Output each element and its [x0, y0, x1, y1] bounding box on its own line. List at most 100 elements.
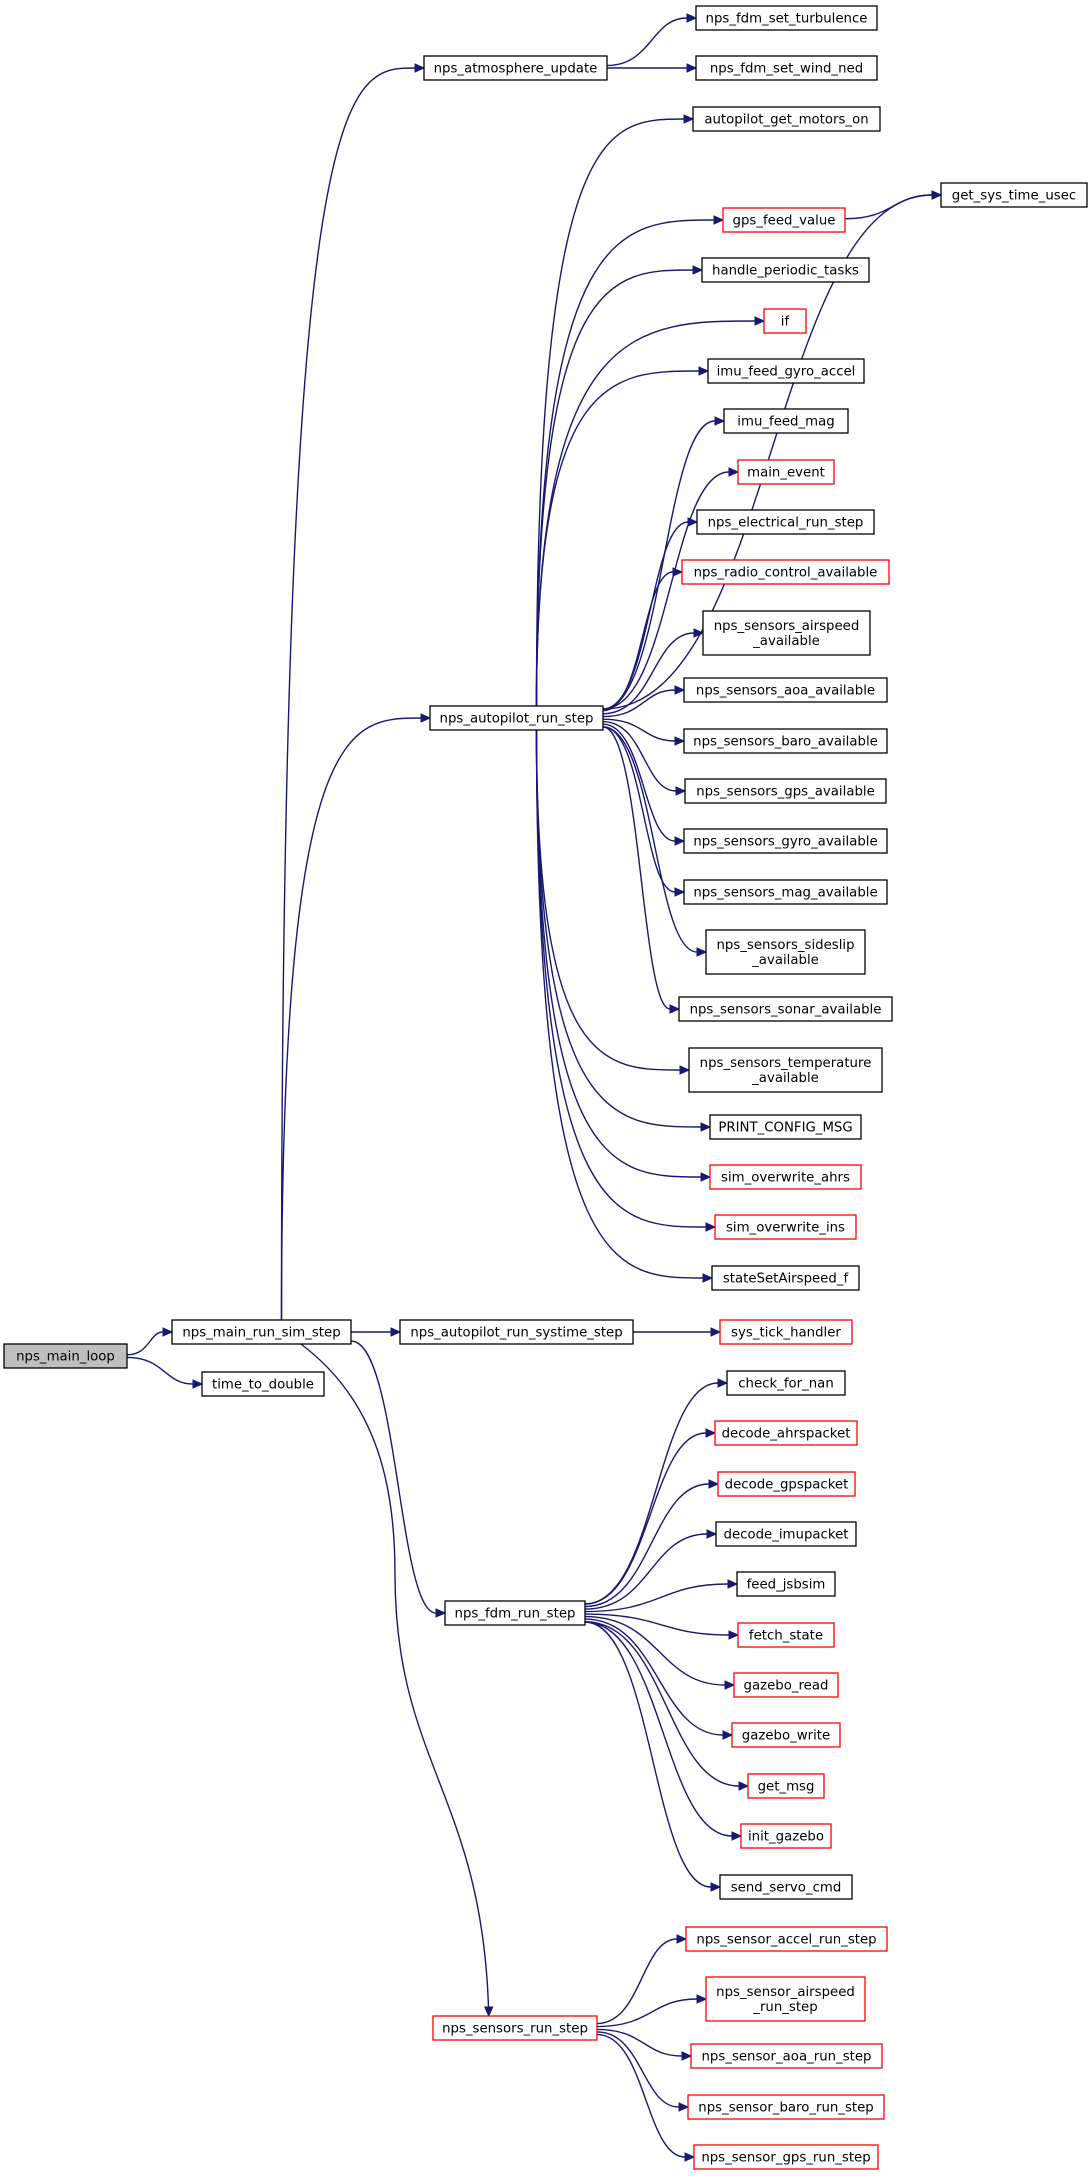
node-decode-imupacket[interactable]: decode_imupacket	[715, 1521, 857, 1547]
node-if[interactable]: if	[763, 308, 807, 334]
node-nps-main-run-sim-step[interactable]: nps_main_run_sim_step	[171, 1319, 352, 1345]
node-label: nps_sensors_baro_available	[693, 735, 878, 750]
arrowhead	[696, 947, 708, 957]
node-box	[695, 5, 878, 31]
node-gps-feed-value[interactable]: gps_feed_value	[722, 207, 846, 233]
node-nps-fdm-run-step[interactable]: nps_fdm_run_step	[444, 1600, 586, 1626]
node-nps-sensor-baro-run-step[interactable]: nps_sensor_baro_run_step	[687, 2094, 885, 2120]
node-label: gazebo_read	[744, 1679, 829, 1694]
node-nps-sensors-baro-available[interactable]: nps_sensors_baro_available	[683, 728, 888, 754]
node-label: decode_gpspacket	[725, 1478, 849, 1493]
node-nps-sensors-airspeed-available[interactable]: nps_sensors_airspeed_available	[702, 610, 871, 656]
node-nps-sensors-gyro-available[interactable]: nps_sensors_gyro_available	[683, 828, 888, 854]
node-nps-sensor-airspeed-run-step[interactable]: nps_sensor_airspeed_run_step	[705, 1976, 866, 2022]
node-handle-periodic-tasks[interactable]: handle_periodic_tasks	[701, 257, 870, 283]
node-sim-overwrite-ahrs[interactable]: sim_overwrite_ahrs	[709, 1164, 862, 1190]
arrowhead	[706, 1529, 718, 1539]
node-nps-sensor-accel-run-step[interactable]: nps_sensor_accel_run_step	[685, 1926, 888, 1952]
node-box	[687, 2094, 885, 2120]
node-nps-sensor-gps-run-step[interactable]: nps_sensor_gps_run_step	[693, 2144, 879, 2170]
node-box	[423, 55, 608, 81]
node-nps-sensors-temperature-available[interactable]: nps_sensors_temperature_available	[688, 1047, 883, 1093]
node-feed-jsbsim[interactable]: feed_jsbsim	[736, 1571, 836, 1597]
node-label: imu_feed_gyro_accel	[717, 365, 856, 380]
node-label: autopilot_get_motors_on	[704, 113, 868, 128]
node-box	[693, 2144, 879, 2170]
edge-gps-feed-value-to-get-sys-time-usec	[844, 194, 933, 220]
node-label: nps_electrical_run_step	[708, 516, 864, 531]
node-box	[763, 308, 807, 334]
arrowhead	[931, 190, 943, 200]
node-decode-ahrspacket[interactable]: decode_ahrspacket	[714, 1420, 858, 1446]
edge-nps-main-run-sim-step-to-nps-fdm-run-step	[350, 1340, 437, 1614]
edge-nps-sensors-run-step-to-nps-sensor-accel-run-step	[596, 1938, 678, 2025]
node-box	[709, 1164, 862, 1190]
node-nps-sensors-run-step[interactable]: nps_sensors_run_step	[432, 2015, 598, 2041]
node-label: nps_atmosphere_update	[434, 62, 598, 77]
node-nps-sensors-gps-available[interactable]: nps_sensors_gps_available	[684, 778, 887, 804]
node-nps-fdm-set-turbulence[interactable]: nps_fdm_set_turbulence	[695, 5, 878, 31]
node-nps-sensors-sideslip-available[interactable]: nps_sensors_sideslip_available	[705, 929, 866, 975]
node-label: nps_sensors_gps_available	[696, 785, 875, 800]
node-nps-sensor-aoa-run-step[interactable]: nps_sensor_aoa_run_step	[690, 2043, 883, 2069]
node-time-to-double[interactable]: time_to_double	[201, 1371, 325, 1397]
node-label: nps_fdm_set_turbulence	[706, 12, 868, 27]
node-imu-feed-mag[interactable]: imu_feed_mag	[723, 408, 849, 434]
node-box	[719, 1319, 853, 1345]
node-label: decode_ahrspacket	[722, 1427, 851, 1442]
edge-nps-autopilot-run-step-to-nps-sensors-gps-available	[602, 720, 677, 792]
edge-nps-fdm-run-step-to-init-gazebo	[584, 1621, 733, 1837]
edge-nps-fdm-run-step-to-decode-ahrspacket	[584, 1432, 707, 1605]
node-label: nps_sensors_sonar_available	[690, 1003, 882, 1018]
edge-nps-autopilot-run-step-to-nps-sensors-sonar-available	[602, 726, 671, 1010]
node-box	[685, 1926, 888, 1952]
node-fetch-state[interactable]: fetch_state	[737, 1622, 835, 1648]
node-nps-atmosphere-update[interactable]: nps_atmosphere_update	[423, 55, 608, 81]
edge-nps-autopilot-run-step-to-nps-sensors-airspeed-available	[602, 632, 695, 715]
node-nps-radio-control-available[interactable]: nps_radio_control_available	[681, 559, 890, 585]
node-nps-sensors-aoa-available[interactable]: nps_sensors_aoa_available	[683, 677, 888, 703]
node-nps-electrical-run-step[interactable]: nps_electrical_run_step	[696, 509, 875, 535]
node-send-servo-cmd[interactable]: send_servo_cmd	[719, 1874, 853, 1900]
node-nps-fdm-set-wind-ned[interactable]: nps_fdm_set_wind_ned	[695, 55, 878, 81]
node-get-msg[interactable]: get_msg	[747, 1773, 825, 1799]
node-label: nps_autopilot_run_systime_step	[410, 1326, 622, 1341]
node-check-for-nan[interactable]: check_for_nan	[726, 1370, 846, 1396]
arrowhead	[687, 517, 699, 527]
node-init-gazebo[interactable]: init_gazebo	[740, 1823, 832, 1849]
node-label: check_for_nan	[738, 1377, 834, 1392]
arrowhead	[700, 1122, 712, 1132]
node-box	[711, 1265, 860, 1291]
node-print-config-msg[interactable]: PRINT_CONFIG_MSG	[709, 1114, 862, 1140]
node-label: if	[781, 315, 790, 330]
node-sys-tick-handler[interactable]: sys_tick_handler	[719, 1319, 853, 1345]
arrowhead	[674, 887, 686, 897]
node-gazebo-read[interactable]: gazebo_read	[733, 1672, 839, 1698]
node-label: get_msg	[758, 1780, 815, 1795]
node-nps-autopilot-run-systime-step[interactable]: nps_autopilot_run_systime_step	[399, 1319, 634, 1345]
node-get-sys-time-usec[interactable]: get_sys_time_usec	[940, 182, 1088, 208]
edge-nps-main-loop-to-time-to-double	[126, 1356, 194, 1385]
arrowhead	[754, 316, 766, 326]
node-label: get_sys_time_usec	[952, 189, 1076, 204]
node-main-event[interactable]: main_event	[737, 459, 835, 485]
arrowhead	[702, 1273, 714, 1283]
node-sim-overwrite-ins[interactable]: sim_overwrite_ins	[714, 1214, 857, 1240]
node-gazebo-write[interactable]: gazebo_write	[731, 1722, 841, 1748]
arrowhead	[672, 567, 684, 577]
node-label: fetch_state	[749, 1629, 823, 1644]
node-label: nps_main_run_sim_step	[182, 1326, 340, 1341]
node-box	[696, 509, 875, 535]
node-decode-gpspacket[interactable]: decode_gpspacket	[717, 1471, 856, 1497]
node-autopilot-get-motors-on[interactable]: autopilot_get_motors_on	[692, 106, 881, 132]
edge-nps-fdm-run-step-to-gazebo-read	[584, 1615, 726, 1686]
edge-nps-fdm-run-step-to-check-for-nan	[584, 1382, 719, 1605]
node-imu-feed-gyro-accel[interactable]: imu_feed_gyro_accel	[707, 358, 865, 384]
edge-nps-main-run-sim-step-to-nps-sensors-run-step	[300, 1343, 490, 2017]
edge-nps-fdm-run-step-to-get-msg	[584, 1620, 740, 1787]
node-statesetairspeed-f[interactable]: stateSetAirspeed_f	[711, 1265, 860, 1291]
node-label: nps_sensor_airspeed	[716, 1985, 855, 2000]
node-nps-autopilot-run-step[interactable]: nps_autopilot_run_step	[429, 705, 604, 731]
node-nps-sensors-sonar-available[interactable]: nps_sensors_sonar_available	[678, 996, 893, 1022]
node-nps-sensors-mag-available[interactable]: nps_sensors_mag_available	[683, 879, 888, 905]
